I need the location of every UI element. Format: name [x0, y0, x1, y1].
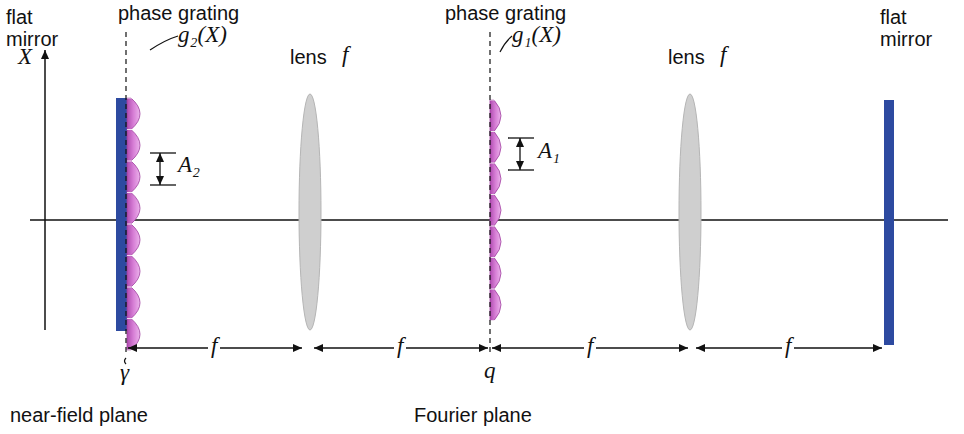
grating-period-line	[490, 163, 501, 164]
plane-name: near-field plane	[10, 404, 148, 426]
focal-length-label: f	[342, 44, 348, 66]
left-flat-mirror	[116, 98, 127, 331]
grating-function: g₁(X)	[512, 24, 561, 46]
grating-g1	[490, 100, 501, 321]
grating-period-line	[127, 287, 140, 288]
focal-length-label: f	[720, 44, 726, 66]
grating-period-line	[127, 350, 140, 351]
lens-label: lens	[290, 46, 327, 68]
dimension-label: f	[782, 335, 794, 357]
grating-period-line	[127, 192, 140, 193]
plane-symbol: q	[484, 360, 496, 382]
grating-function: g₂(X)	[178, 24, 227, 46]
mirror-label: flat mirror	[880, 6, 950, 50]
period-label: A₂	[178, 154, 200, 176]
plane-symbol: γ	[120, 362, 129, 384]
mirror-label: flat mirror	[6, 6, 76, 50]
optical-axis	[30, 219, 948, 221]
axis-label: X	[18, 46, 32, 68]
dimension-label: f	[394, 335, 406, 357]
grating-period-line	[127, 224, 140, 225]
grating-period-line	[490, 194, 501, 195]
left-lens	[299, 94, 321, 330]
grating-period-line	[127, 255, 140, 256]
grating-g2	[127, 98, 140, 350]
leader-lines	[125, 36, 513, 364]
grating-period-line	[490, 257, 501, 258]
grating-period-line	[490, 100, 501, 101]
grating-period-line	[127, 98, 140, 99]
near-field-plane-line	[125, 32, 126, 356]
grating-period-line	[490, 289, 501, 290]
right-flat-mirror	[884, 100, 894, 345]
dimension-label: f	[584, 335, 596, 357]
grating-period-line	[490, 320, 501, 321]
right-lens	[679, 94, 701, 330]
phase-gratings	[127, 98, 501, 350]
period-brackets	[150, 138, 534, 185]
dimension-label: f	[208, 335, 220, 357]
grating-period-line	[127, 129, 140, 130]
period-label: A₁	[538, 140, 560, 162]
lens-label: lens	[668, 46, 705, 68]
grating-period-line	[127, 318, 140, 319]
x-axis-arrow	[44, 50, 46, 330]
focal-length-dimensions	[128, 347, 882, 348]
plane-name: Fourier plane	[414, 404, 532, 426]
grating-period-line	[490, 226, 501, 227]
grating-period-line	[127, 161, 140, 162]
grating-label: phase grating	[445, 2, 566, 24]
grating-label: phase grating	[118, 2, 239, 24]
fourier-plane-line	[489, 32, 490, 356]
grating-period-line	[490, 131, 501, 132]
